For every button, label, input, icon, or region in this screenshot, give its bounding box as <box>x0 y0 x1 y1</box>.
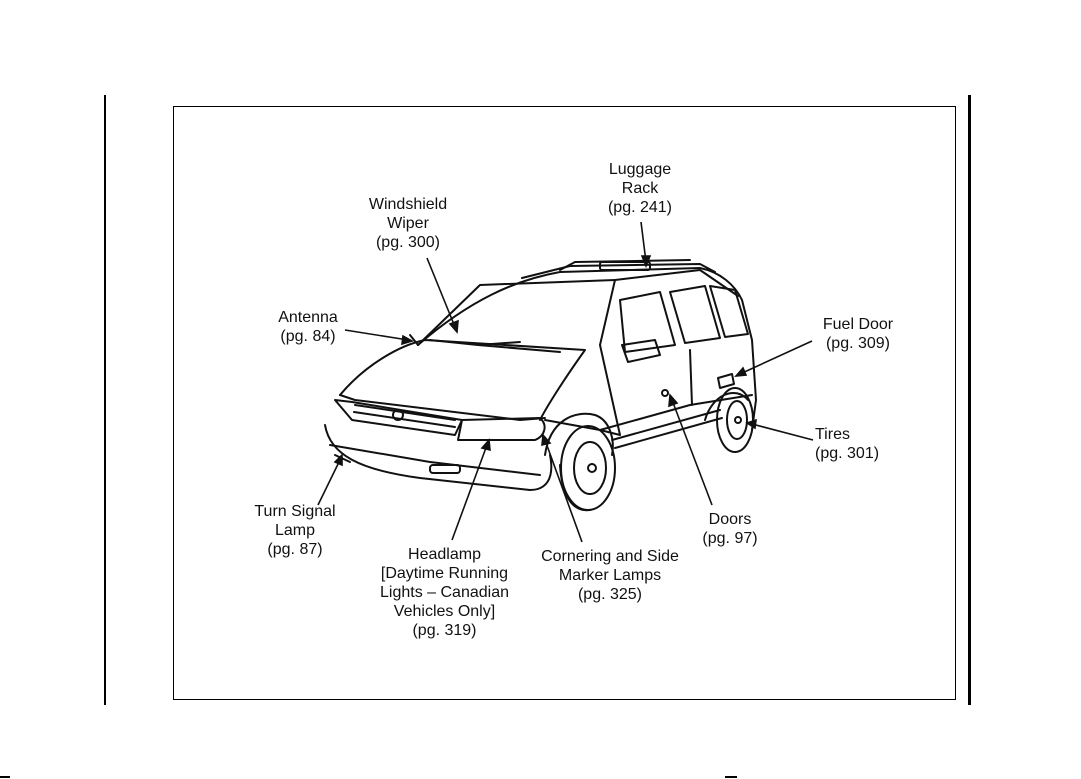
leader-tires <box>752 424 813 440</box>
leader-windshield-wiper <box>427 258 455 327</box>
callout-tires: Tires (pg. 301) <box>815 425 915 463</box>
callout-antenna: Antenna (pg. 84) <box>258 308 358 346</box>
callout-doors: Doors (pg. 97) <box>690 510 770 548</box>
leader-headlamp <box>452 445 487 540</box>
callout-luggage-rack: Luggage Rack (pg. 241) <box>580 160 700 217</box>
callout-cornering-lamps: Cornering and Side Marker Lamps (pg. 325… <box>524 547 696 604</box>
callout-fuel-door: Fuel Door (pg. 309) <box>808 315 908 353</box>
callout-turn-signal-lamp: Turn Signal Lamp (pg. 87) <box>240 502 350 559</box>
leader-turn-signal <box>318 460 340 505</box>
leader-fuel-door <box>740 341 812 374</box>
callout-windshield-wiper: Windshield Wiper (pg. 300) <box>348 195 468 252</box>
callout-headlamp: Headlamp [Daytime Running Lights – Canad… <box>362 545 527 640</box>
